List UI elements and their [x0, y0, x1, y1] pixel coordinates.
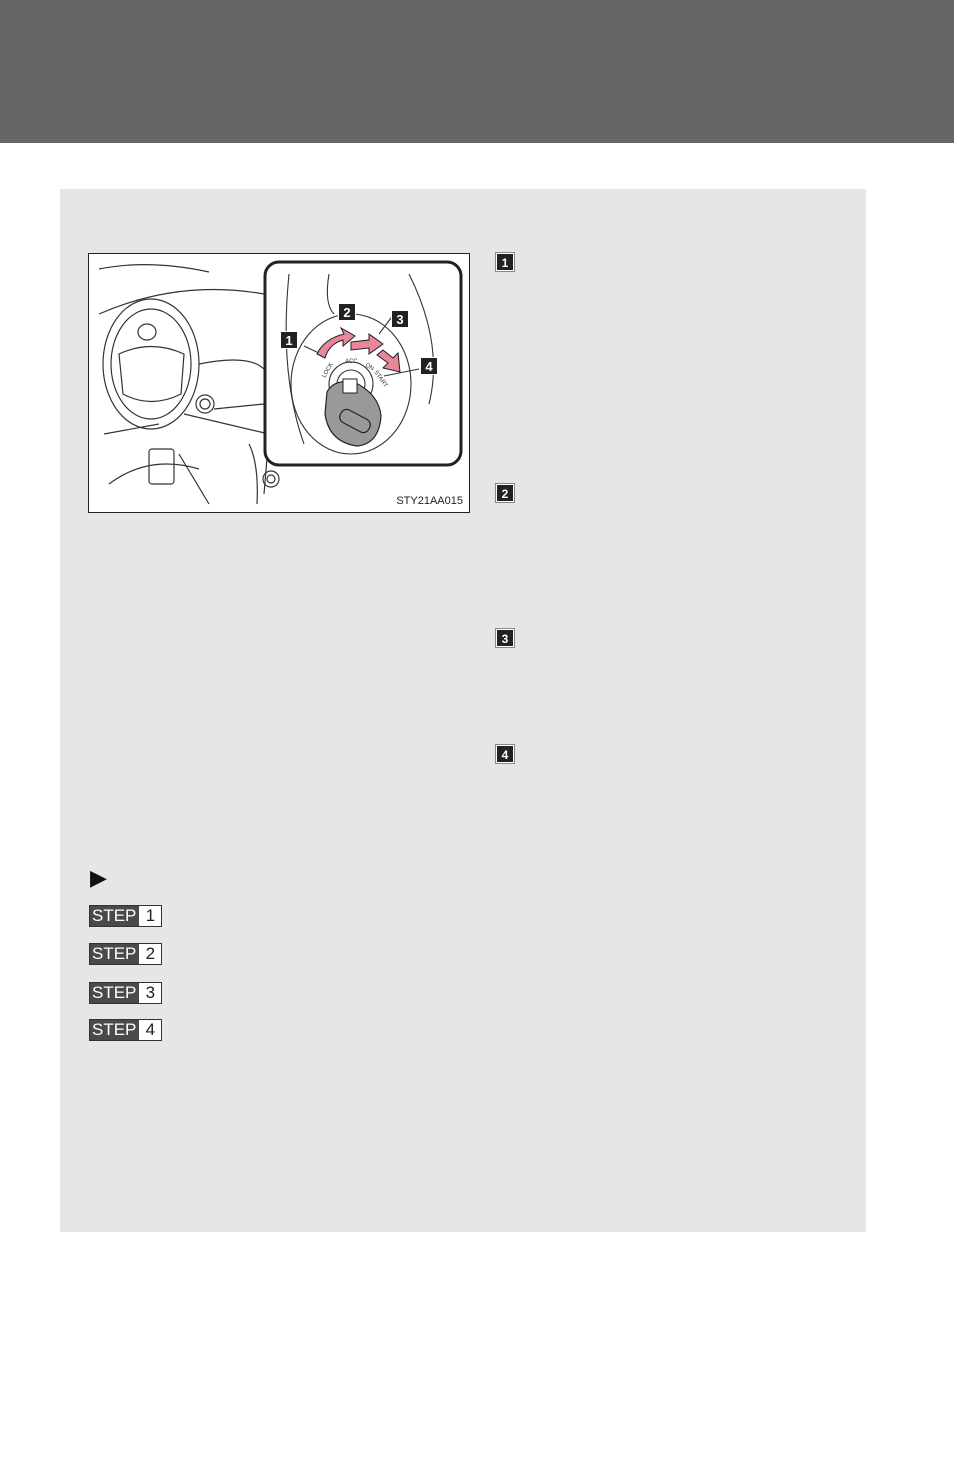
step-number: 1 — [139, 906, 162, 926]
step-number: 3 — [139, 983, 162, 1003]
step-label: STEP — [90, 906, 140, 926]
step-number: 2 — [139, 944, 162, 964]
figure-callout-4: 4 — [420, 357, 438, 375]
figure-callout-1: 1 — [280, 331, 298, 349]
steering-wheel-shape — [102, 298, 200, 430]
step-1-badge: STEP 1 — [89, 905, 163, 927]
step-4-badge: STEP 4 — [89, 1019, 163, 1041]
step-3-badge: STEP 3 — [89, 982, 163, 1004]
marker-4: 4 — [496, 745, 514, 763]
dashboard-drawing: LOCK ACC ON START — [98, 260, 463, 505]
step-label: STEP — [90, 983, 140, 1003]
marker-2: 2 — [496, 484, 514, 502]
step-label: STEP — [90, 944, 140, 964]
figure-code: STY21AA015 — [396, 495, 463, 507]
zoom-inset — [263, 260, 463, 467]
switch-label-acc: ACC — [345, 359, 358, 365]
triangle-right-icon: ▶ — [90, 865, 107, 890]
step-2-badge: STEP 2 — [89, 943, 163, 965]
step-label: STEP — [90, 1020, 140, 1040]
step-number: 4 — [139, 1020, 162, 1040]
ignition-switch-illustration: LOCK ACC ON START 1 2 3 4 STY21AA015 — [88, 253, 470, 513]
marker-1: 1 — [496, 253, 514, 271]
marker-3: 3 — [496, 629, 514, 647]
header-bar — [0, 0, 954, 143]
figure-callout-3: 3 — [391, 310, 409, 328]
switch-label-on: ON — [364, 363, 375, 373]
figure-callout-2: 2 — [338, 303, 356, 321]
